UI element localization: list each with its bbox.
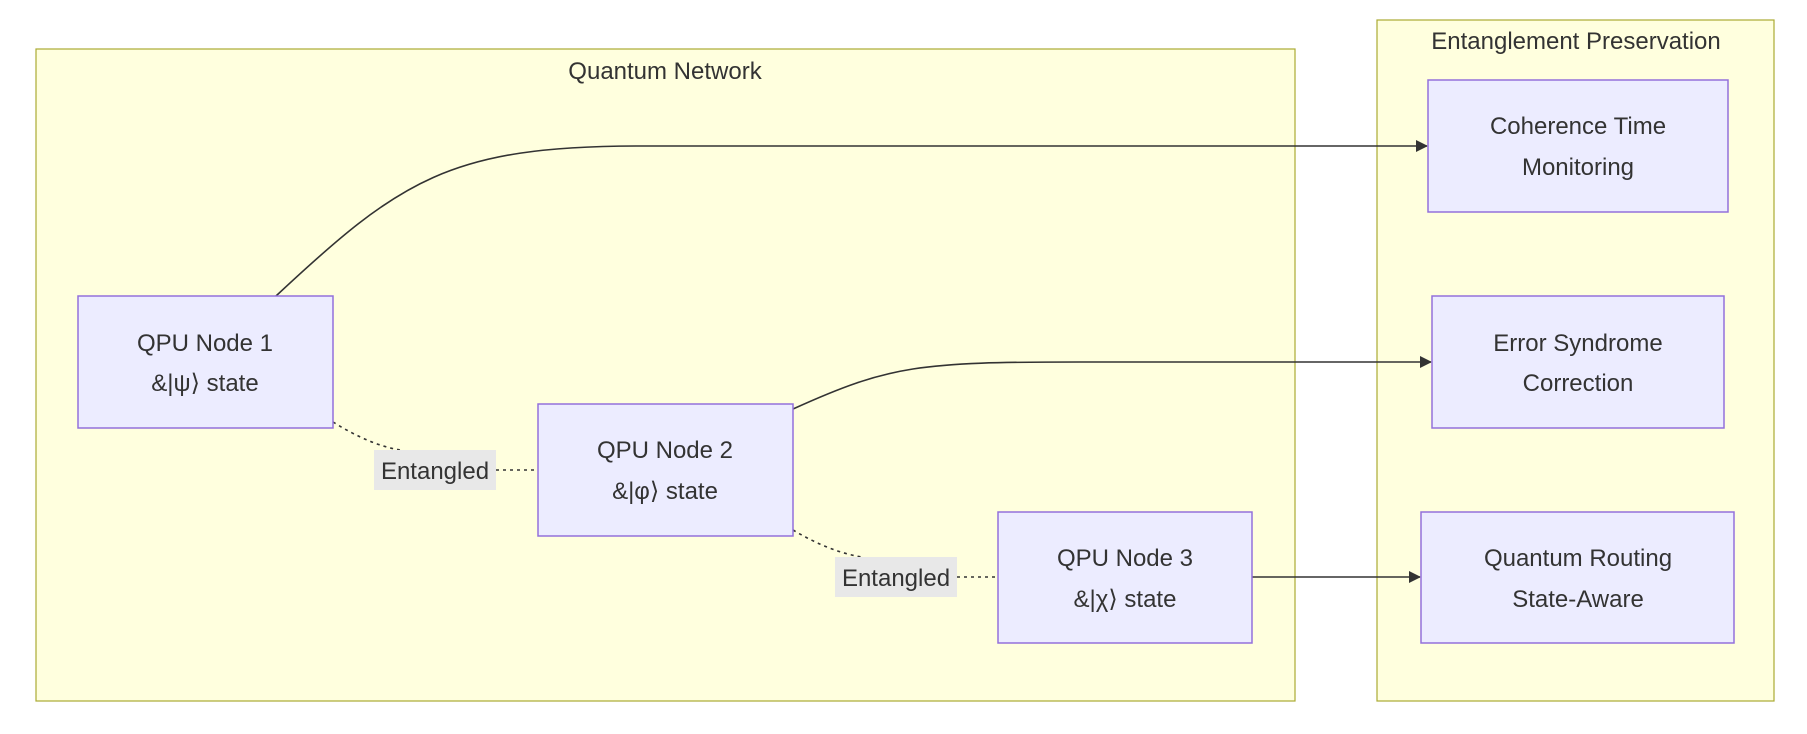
node-routing-title: Quantum Routing — [1484, 545, 1672, 572]
edge-qpu2-to-error — [792, 356, 1432, 410]
node-qpu-node-3-title: QPU Node 3 — [1057, 545, 1193, 572]
edge-qpu2-qpu3-entangled — [792, 529, 997, 578]
edge-label-bg — [374, 450, 496, 490]
node-error-syndrome-correction[interactable]: Error Syndrome Correction — [1431, 295, 1725, 429]
node-qpu-node-2-state: &|φ⟩ state — [612, 478, 718, 505]
edge-qpu1-qpu2-entangled — [332, 421, 536, 471]
node-error-title: Error Syndrome — [1493, 330, 1662, 357]
node-qpu-node-1[interactable]: QPU Node 1 &|ψ⟩ state — [77, 295, 334, 429]
node-coherence-time-monitoring[interactable]: Coherence Time Monitoring — [1427, 79, 1729, 213]
node-qpu-node-2-title: QPU Node 2 — [597, 437, 733, 464]
edge-label-text: Entangled — [381, 458, 489, 485]
node-qpu-node-3[interactable]: QPU Node 3 &|χ⟩ state — [997, 511, 1253, 644]
edge-label-qpu2-qpu3: Entangled — [835, 557, 957, 597]
node-routing-subtitle: State-Aware — [1512, 586, 1644, 613]
node-qpu-node-1-title: QPU Node 1 — [137, 330, 273, 357]
edge-qpu1-to-coherence — [275, 140, 1428, 297]
edge-label-bg — [835, 557, 957, 597]
edge-label-qpu1-qpu2: Entangled — [374, 450, 496, 490]
node-quantum-routing-state-aware[interactable]: Quantum Routing State-Aware — [1420, 511, 1735, 644]
cluster-entanglement-preservation-title: Entanglement Preservation — [1431, 28, 1721, 55]
node-qpu-node-1-state: &|ψ⟩ state — [151, 370, 258, 397]
node-error-subtitle: Correction — [1523, 370, 1634, 397]
node-qpu-node-2[interactable]: QPU Node 2 &|φ⟩ state — [537, 403, 794, 537]
edge-label-text: Entangled — [842, 565, 950, 592]
cluster-quantum-network-title: Quantum Network — [568, 58, 762, 85]
node-qpu-node-3-state: &|χ⟩ state — [1074, 586, 1177, 613]
node-coherence-subtitle: Monitoring — [1522, 154, 1634, 181]
node-coherence-title: Coherence Time — [1490, 113, 1666, 140]
